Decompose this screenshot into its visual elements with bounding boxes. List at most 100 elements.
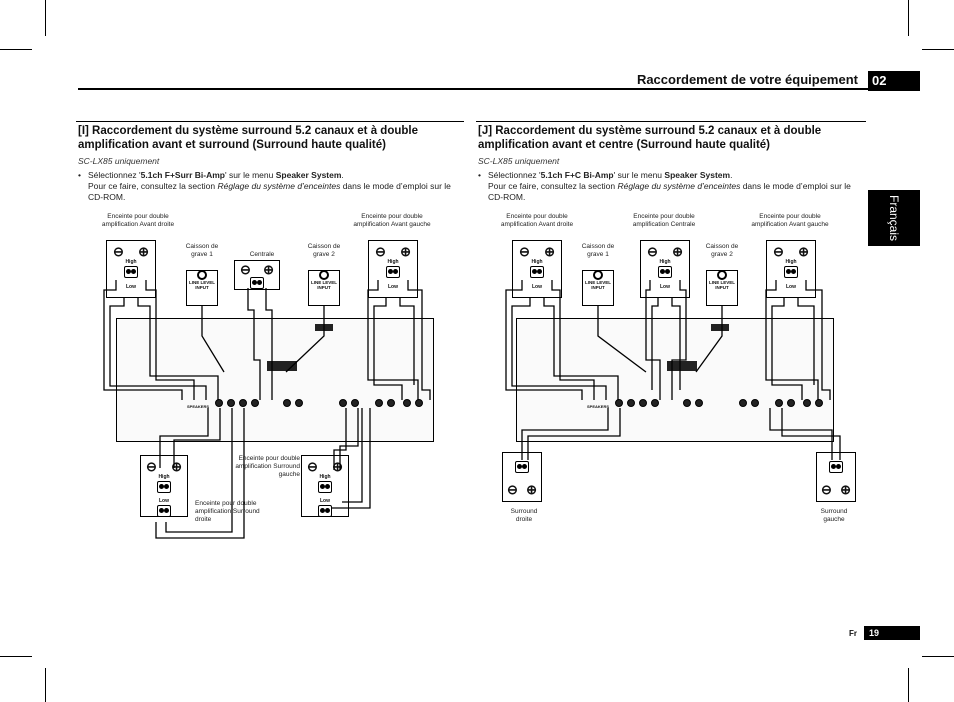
label-sub2: Caisson de grave 2: [307, 243, 341, 258]
terminal: [515, 461, 529, 473]
crop-mark: [45, 0, 46, 36]
binding-post: [283, 399, 291, 407]
terminal-low-label: Low: [126, 284, 136, 290]
speaker-surround-left: ⊖ ⊕: [816, 452, 856, 502]
binding-post: [651, 399, 659, 407]
label-front-right: Enceinte pour double amplification Avant…: [500, 213, 574, 228]
minus-icon: ⊖: [507, 482, 518, 497]
terminal-high-label: High: [531, 259, 543, 265]
terminal-high: [386, 266, 400, 278]
minus-icon: ⊖: [647, 244, 658, 259]
binding-post: [615, 399, 623, 407]
page-number: 19: [864, 626, 920, 640]
menu-name: Speaker System: [275, 170, 342, 180]
label-surround-right: Surround droite: [510, 508, 538, 523]
binding-post: [251, 399, 259, 407]
binding-post: [415, 399, 423, 407]
wiring-j: [505, 280, 841, 460]
subwoofer-1: LINE LEVEL INPUT: [582, 270, 614, 306]
bullet-text: .: [730, 170, 733, 180]
section-j-model-note: SC-LX85 uniquement: [478, 156, 560, 166]
subwoofer-2: LINE LEVEL INPUT: [706, 270, 738, 306]
binding-post: [403, 399, 411, 407]
binding-post: [227, 399, 235, 407]
subwoofer-1: LINE LEVEL INPUT: [186, 270, 218, 306]
rca-jack-icon: [197, 270, 207, 280]
minus-icon: ⊖: [519, 244, 530, 259]
rca-jack-icon: [319, 270, 329, 280]
setting-name: 5.1ch F+Surr Bi-Amp: [140, 170, 225, 180]
label-sub2: Caisson de grave 2: [705, 243, 739, 258]
terminal-high: [318, 481, 332, 493]
binding-post: [695, 399, 703, 407]
footer-lang: Fr: [849, 629, 857, 638]
binding-post: [627, 399, 635, 407]
binding-post: [683, 399, 691, 407]
terminal-high-label: High: [158, 474, 170, 480]
crop-mark: [908, 668, 909, 702]
section-i-bullet: • Sélectionnez '5.1ch F+Surr Bi-Amp' sur…: [78, 170, 451, 202]
bullet-text: dans le mode d’emploi sur le CD-ROM.: [488, 181, 851, 202]
terminal-high: [658, 266, 672, 278]
rca-jack-icon: [717, 270, 727, 280]
plus-icon: ⊕: [263, 262, 274, 277]
terminal-high-label: High: [785, 259, 797, 265]
bullet-text: .: [341, 170, 344, 180]
terminal-low-label: Low: [388, 284, 398, 290]
section-j-bullet: • Sélectionnez '5.1ch F+C Bi-Amp' sur le…: [478, 170, 851, 202]
diagram-j: ⊖ ⊕ High Low LINE LEVEL INPUT ⊖ ⊕ High L…: [496, 240, 860, 510]
chapter-number: 02: [868, 71, 920, 91]
speaker-center: ⊖ ⊕ High Low: [640, 240, 690, 298]
binding-post: [787, 399, 795, 407]
crop-mark: [908, 0, 909, 36]
minus-icon: ⊖: [375, 244, 386, 259]
label-front-left: Enceinte pour double amplification Avant…: [353, 213, 431, 228]
plus-icon: ⊕: [798, 244, 809, 259]
terminal-low: [318, 505, 332, 517]
terminal: [250, 277, 264, 289]
bullet-text: Sélectionnez ': [488, 170, 541, 180]
speakers-label: SPEAKERS: [587, 404, 610, 409]
terminal-high-label: High: [319, 474, 331, 480]
header-rule: [78, 88, 868, 90]
wiring-i: [103, 280, 431, 539]
subwoofer-2: LINE LEVEL INPUT: [308, 270, 340, 306]
crop-mark: [45, 668, 46, 702]
plus-icon: ⊕: [138, 244, 149, 259]
plus-icon: ⊕: [840, 482, 851, 497]
terminal-high-label: High: [387, 259, 399, 265]
section-i-rule: [76, 121, 464, 122]
label-surround-left: Surround gauche: [820, 508, 848, 523]
binding-post: [239, 399, 247, 407]
speaker-front-left: ⊖ ⊕ High Low: [766, 240, 816, 298]
terminal-low-label: Low: [786, 284, 796, 290]
minus-icon: ⊖: [773, 244, 784, 259]
bullet-text: Pour ce faire, consultez la section: [488, 181, 618, 191]
bullet-text: Sélectionnez ': [88, 170, 141, 180]
setting-name: 5.1ch F+C Bi-Amp: [540, 170, 614, 180]
label-front-right: Enceinte pour double amplification Avant…: [101, 213, 175, 228]
crop-mark: [922, 49, 954, 50]
speaker-front-left: ⊖ ⊕ High Low: [368, 240, 418, 298]
section-i-model-note: SC-LX85 uniquement: [78, 156, 160, 166]
section-i-title: [I] Raccordement du système surround 5.2…: [78, 125, 418, 151]
plus-icon: ⊕: [400, 244, 411, 259]
speaker-surround-right: ⊖ ⊕: [502, 452, 542, 502]
language-tab: Français: [868, 190, 920, 246]
terminal-low-label: Low: [159, 498, 169, 504]
label-center: Enceinte pour double amplification Centr…: [632, 213, 696, 228]
binding-post: [739, 399, 747, 407]
language-tab-label: Français: [887, 194, 901, 242]
label-sub1: Caisson de grave 1: [185, 243, 219, 258]
binding-post: [375, 399, 383, 407]
label-sub1: Caisson de grave 1: [581, 243, 615, 258]
speaker-front-right: ⊖ ⊕ High Low: [512, 240, 562, 298]
sub-input-label: LINE LEVEL INPUT: [708, 280, 735, 290]
sub-input-label: LINE LEVEL INPUT: [584, 280, 611, 290]
section-j-rule: [476, 121, 866, 122]
crop-mark: [0, 656, 32, 657]
label-center: Centrale: [249, 251, 275, 258]
binding-post: [639, 399, 647, 407]
rca-jack-icon: [593, 270, 603, 280]
panel-block: [267, 361, 297, 371]
